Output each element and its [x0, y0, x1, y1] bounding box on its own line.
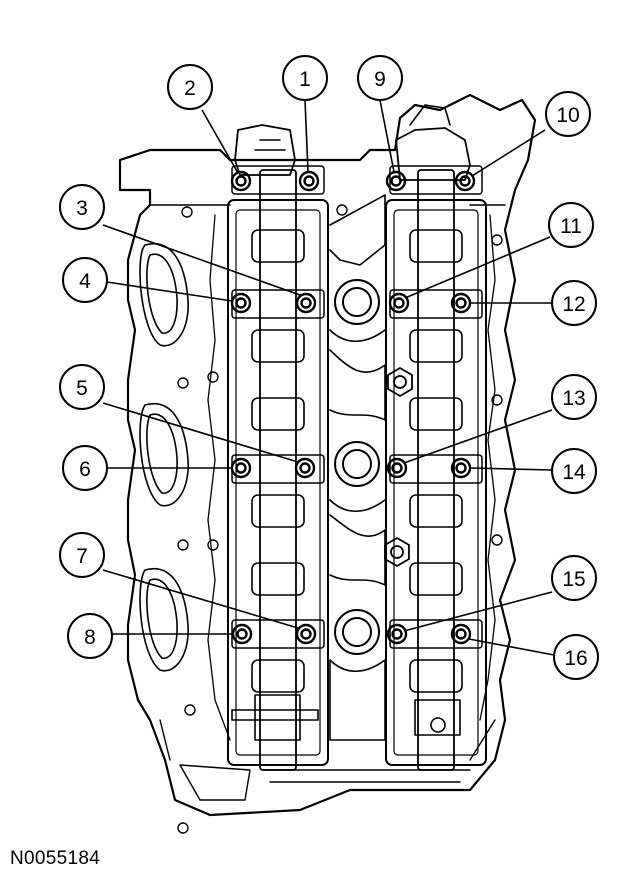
svg-text:13: 13	[562, 387, 585, 410]
svg-text:4: 4	[79, 270, 91, 293]
svg-text:11: 11	[560, 215, 582, 238]
svg-text:6: 6	[79, 458, 91, 481]
callout-10: 10	[545, 91, 591, 137]
figure-id: N0055184	[10, 848, 101, 869]
callout-8: 8	[67, 613, 113, 659]
svg-text:5: 5	[76, 377, 88, 400]
svg-text:12: 12	[562, 293, 585, 316]
callout-3: 3	[59, 184, 105, 230]
svg-text:8: 8	[84, 626, 96, 649]
svg-text:1: 1	[299, 68, 311, 91]
svg-text:3: 3	[76, 197, 88, 220]
callout-12: 12	[551, 280, 597, 326]
cap-bolts	[230, 170, 476, 645]
callout-5: 5	[59, 364, 105, 410]
svg-text:7: 7	[76, 545, 88, 568]
cylinder-head-drawing	[118, 93, 537, 834]
callout-15: 15	[551, 555, 597, 601]
callout-16: 16	[553, 634, 599, 680]
callout-7: 7	[59, 532, 105, 578]
callout-14: 14	[551, 448, 597, 494]
callout-13: 13	[551, 374, 597, 420]
svg-text:9: 9	[374, 68, 386, 91]
svg-text:2: 2	[184, 77, 196, 100]
callout-4: 4	[62, 257, 108, 303]
callout-6: 6	[62, 445, 108, 491]
svg-text:14: 14	[562, 461, 586, 484]
callout-11: 11	[548, 202, 594, 248]
svg-text:15: 15	[562, 568, 585, 591]
leader-lines	[102, 99, 555, 656]
callout-9: 9	[357, 55, 403, 101]
callout-1: 1	[282, 55, 328, 101]
svg-text:10: 10	[556, 104, 579, 127]
callouts: 1 2 3 4 5 6 7 8 9 10 11 12 13 14 15 16	[59, 55, 599, 680]
svg-text:16: 16	[564, 647, 587, 670]
callout-2: 2	[167, 64, 213, 110]
